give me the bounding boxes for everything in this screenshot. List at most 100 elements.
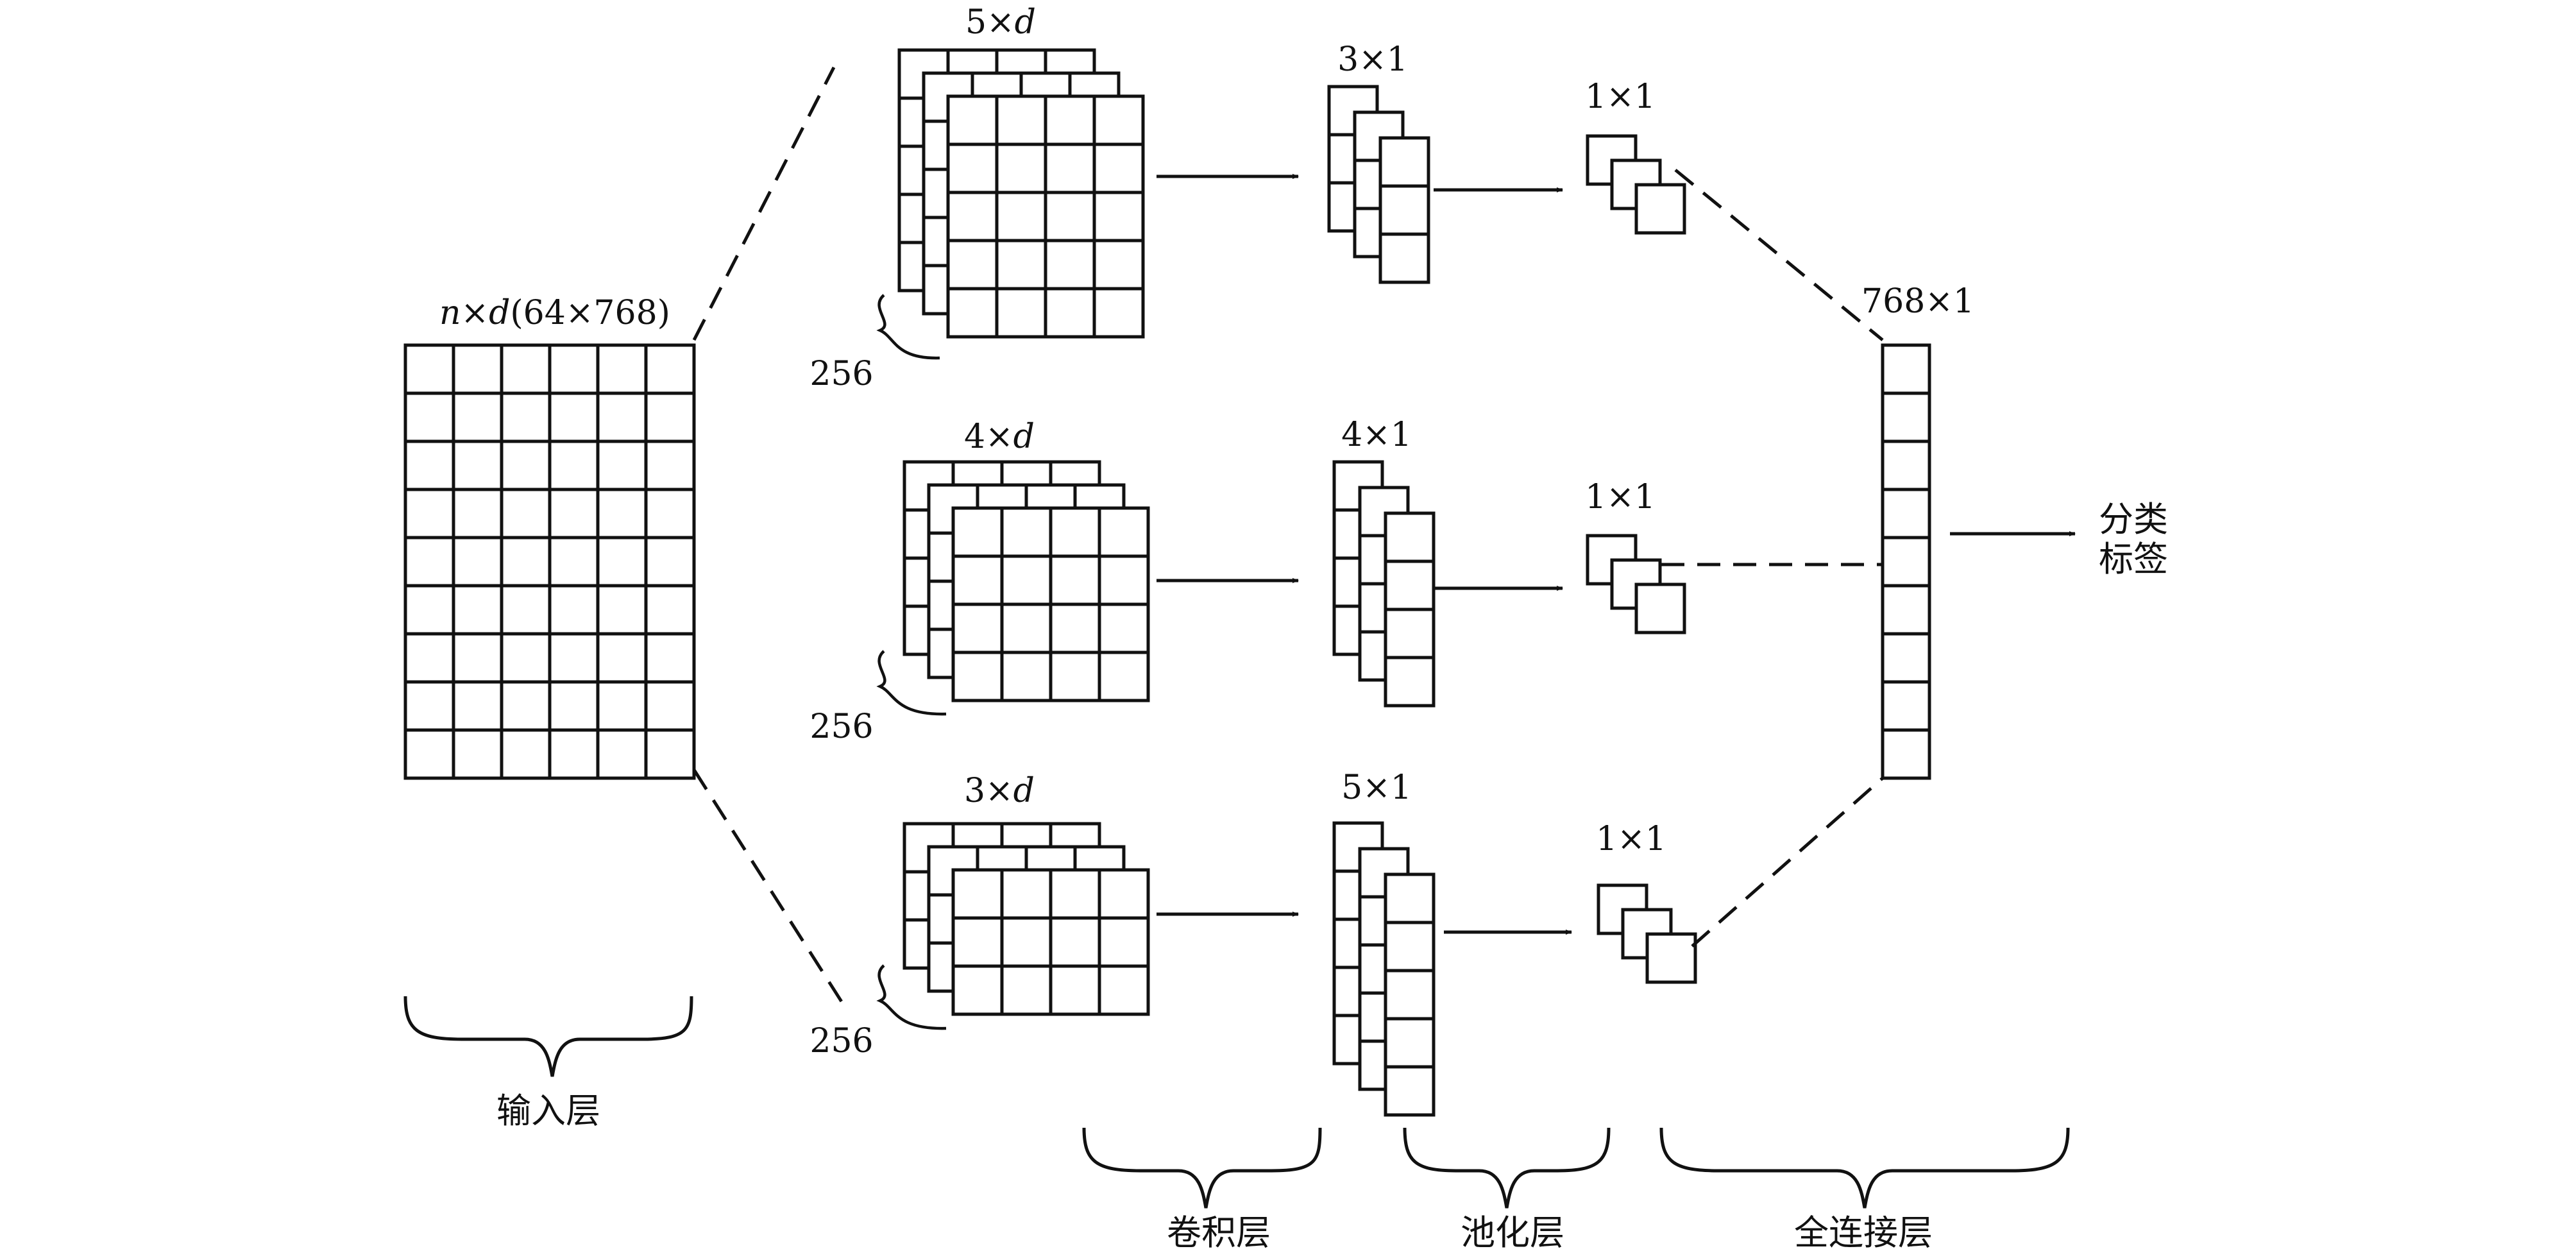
filter-cell — [1049, 506, 1101, 558]
input-cell — [403, 536, 455, 588]
input-cell — [548, 439, 600, 491]
filter-cell — [1000, 964, 1053, 1016]
section-braces — [403, 996, 2070, 1209]
input-cell — [596, 343, 648, 395]
branch-3-pooled-stack — [1597, 883, 1697, 984]
input-cell — [500, 680, 552, 732]
filter-cell — [951, 602, 1004, 654]
branch-2-feature-map-stack — [1332, 460, 1436, 708]
input-cell — [596, 680, 648, 732]
input-cell — [452, 343, 504, 395]
filter-cell — [1092, 191, 1145, 242]
filter-cell — [951, 506, 1004, 558]
flow-arrows — [1157, 174, 2076, 935]
input-cell — [403, 632, 455, 684]
pool-layer-brace — [1403, 1127, 1611, 1209]
filter-cell — [1049, 554, 1101, 606]
fc-cell — [1881, 584, 1931, 636]
filter-cell — [1097, 916, 1150, 968]
input-cell — [452, 728, 504, 780]
filter-cell — [1097, 868, 1150, 920]
filter-cell — [1097, 602, 1150, 654]
fc-layer-label: 全连接层 — [1794, 1212, 1933, 1253]
fully-connected-vector — [1881, 343, 1931, 780]
branch-1-pooled-stack — [1586, 134, 1686, 235]
branch-2-fmap-label: 4×1 — [1341, 416, 1412, 454]
branch-3-filter-label: 3×d — [964, 772, 1035, 810]
input-cell — [548, 391, 600, 443]
filter-cell — [946, 142, 999, 194]
filter-cell — [946, 94, 999, 146]
conv-layer-brace — [1082, 1127, 1322, 1209]
filter-cell — [1092, 239, 1145, 291]
filter-cell — [1044, 287, 1096, 339]
filter-cell — [1049, 602, 1101, 654]
fc-cell — [1881, 439, 1931, 491]
input-cell — [548, 343, 600, 395]
input-cell — [548, 584, 600, 636]
filter-cell — [1000, 650, 1053, 702]
branch-2-channels-label: 256 — [809, 708, 873, 746]
fc-cell — [1881, 536, 1931, 588]
input-cell — [596, 488, 648, 540]
input-cell — [644, 343, 696, 395]
input-cell — [644, 488, 696, 540]
pool-layer-label: 池化层 — [1461, 1212, 1564, 1253]
input-cell — [403, 584, 455, 636]
input-cell — [596, 391, 648, 443]
input-cell — [596, 584, 648, 636]
filter-cell — [1092, 287, 1145, 339]
input-cell — [452, 488, 504, 540]
filter-cell — [1000, 868, 1053, 920]
filter-cell — [951, 868, 1004, 920]
input-cell — [403, 488, 455, 540]
input-cell — [403, 439, 455, 491]
fmap-cell — [1378, 184, 1430, 236]
filter-cell — [1049, 868, 1101, 920]
branch-3-feature-map-stack — [1332, 821, 1436, 1117]
input-cell — [452, 680, 504, 732]
output-label-line-1: 分类 — [2099, 499, 2168, 540]
branch-1-filter-label: 5×d — [965, 3, 1036, 42]
input-to-branch-1-dash — [692, 66, 836, 341]
pool-3-to-fc-dash — [1691, 777, 1884, 948]
fc-cell — [1881, 343, 1931, 395]
fmap-cell — [1384, 1065, 1436, 1117]
pooled-cell — [1645, 932, 1697, 984]
fmap-cell — [1384, 559, 1436, 611]
filter-cell — [1049, 916, 1101, 968]
input-cell — [452, 439, 504, 491]
input-cell — [403, 728, 455, 780]
input-cell — [500, 343, 552, 395]
input-cell — [644, 439, 696, 491]
channel-brace-2 — [876, 650, 947, 716]
branch-1-channels-label: 256 — [809, 355, 873, 393]
branch-1-feature-map-stack — [1327, 85, 1430, 284]
fmap-cell — [1384, 969, 1436, 1021]
fmap-cell — [1384, 608, 1436, 659]
input-cell — [500, 632, 552, 684]
filter-cell — [995, 287, 1047, 339]
input-cell — [548, 728, 600, 780]
branch-3-pool-label: 1×1 — [1596, 820, 1666, 858]
input-matrix — [403, 343, 696, 780]
pooled-cell — [1634, 183, 1686, 235]
filter-cell — [1097, 964, 1150, 1016]
fmap-cell — [1384, 872, 1436, 924]
fc-cell — [1881, 728, 1931, 780]
filter-cell — [1044, 191, 1096, 242]
input-cell — [500, 488, 552, 540]
dashed-connectors — [692, 66, 1884, 1004]
input-cell — [500, 536, 552, 588]
channel-braces — [876, 294, 947, 1030]
branch-2-filter-stack — [902, 460, 1150, 702]
input-cell — [500, 728, 552, 780]
branch-3-fmap-label: 5×1 — [1341, 769, 1412, 807]
fmap-cell — [1384, 921, 1436, 973]
filter-cell — [1092, 94, 1145, 146]
filter-cell — [1097, 650, 1150, 702]
output-label-line-2: 标签 — [2099, 539, 2168, 579]
filter-cell — [995, 94, 1047, 146]
input-cell — [452, 584, 504, 636]
fc-layer-brace — [1659, 1127, 2070, 1209]
